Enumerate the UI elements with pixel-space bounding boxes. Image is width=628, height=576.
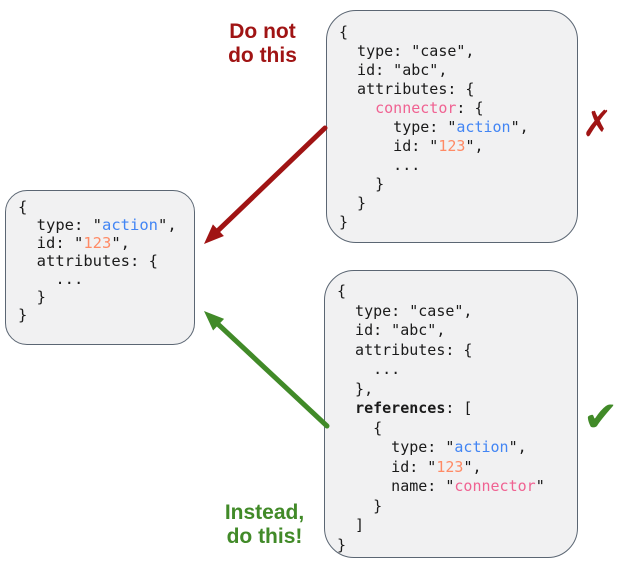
nested-connector-code-box: { type: "case", id: "abc", attributes: {… (326, 10, 578, 243)
instead-label-line2: do this! (226, 525, 303, 548)
action-object-code-box: { type: "action", id: "123", attributes:… (5, 190, 195, 345)
do-not-label: Do not do this (205, 20, 320, 68)
check-mark-icon: ✔ (583, 392, 619, 441)
instead-label-line1: Instead, (224, 501, 305, 524)
red-arrow (204, 125, 328, 244)
do-not-label-line1: Do not (229, 20, 296, 43)
instead-label: Instead, do this! (207, 501, 322, 549)
green-arrow (204, 311, 330, 429)
cross-mark-icon: ✗ (582, 104, 613, 145)
do-not-label-line2: do this (228, 44, 297, 67)
references-array-code-box: { type: "case", id: "abc", attributes: {… (324, 270, 578, 558)
